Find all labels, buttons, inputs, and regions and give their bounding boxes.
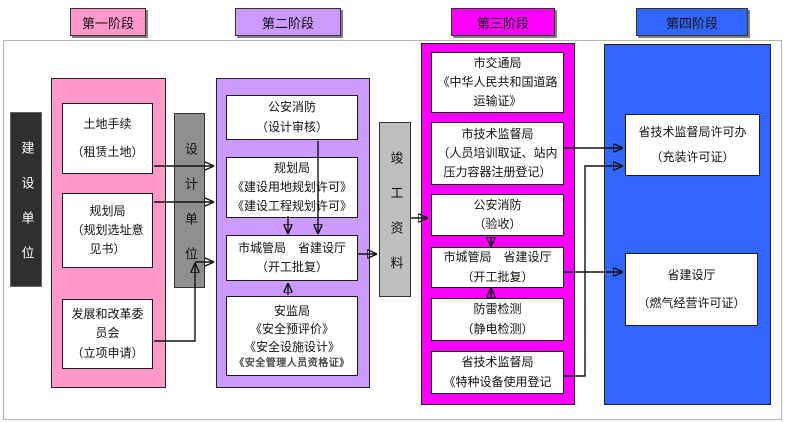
stage4-header: 第四阶段 — [636, 8, 748, 36]
box-transport-bureau: 市交通局 《中华人民共和国道路运输证》 — [431, 52, 564, 113]
box-gas-operation-license: 省建设厅 （燃气经营许可证） — [625, 253, 758, 326]
stage4-container — [604, 44, 771, 405]
box-line: （设计审核） — [255, 119, 328, 134]
box-line: 省技术监督局许可办 — [638, 124, 747, 139]
box-ndrc-project-application: 发展和改革委员会 （立项申请） — [62, 299, 153, 369]
box-line: 《建设用地规划许可》 — [231, 179, 352, 194]
box-line: 公安消防 — [267, 100, 316, 115]
box-line: 安监局 — [273, 303, 310, 318]
box-urban-mgmt-start-approval: 市城管局 省建设厅 （开工批复） — [226, 235, 358, 281]
box-line-certificate: 《安全管理人员资格证》 — [234, 357, 350, 369]
box-line: （开工批复） — [255, 260, 328, 274]
box-line: 市交通局 — [473, 55, 522, 70]
box-line: （充装许可证） — [650, 149, 735, 164]
stage1-header: 第一阶段 — [70, 8, 146, 36]
box-line: （燃气经营许可证） — [637, 296, 746, 311]
box-line: 土地手续 — [83, 116, 132, 131]
box-planning-bureau-siting: 规划局 （规划选址意见书） — [62, 193, 153, 268]
box-fire-design-review: 公安消防 （设计审核） — [226, 95, 358, 140]
box-line: 省技术监督局 — [461, 355, 534, 370]
box-special-equipment-registration: 省技术监督局 《特种设备使用登记 — [431, 351, 564, 394]
box-tech-supervision-training: 市技术监督局 （人员培训取证、站内压力容器注册登记） — [431, 122, 564, 185]
box-line: 《特种设备使用登记 — [443, 374, 552, 389]
box-land-procedures: 土地手续 （租赁土地） — [62, 103, 153, 174]
box-line: 发展和改革委员会 — [71, 307, 144, 341]
completion-data-bar: 竣工资料 — [379, 122, 411, 297]
box-line: 省建设厅 — [667, 267, 716, 282]
box-line: 防雷检测 — [473, 302, 522, 317]
box-line: 市城管局 省建设厅 — [237, 240, 346, 255]
box-planning-permits: 规划局 《建设用地规划许可》 《建设工程规划许可》 — [226, 157, 358, 218]
design-unit-bar: 设计单位 — [174, 113, 205, 288]
box-line: （开工批复） — [461, 269, 534, 284]
construction-unit-bar: 建设单位 — [10, 112, 42, 287]
box-line: 《中华人民共和国道路运输证》 — [437, 74, 558, 109]
box-line: 规划局 — [273, 160, 310, 175]
box-lightning-static-test: 防雷检测 （静电检测） — [431, 298, 564, 341]
box-line: （租赁土地） — [71, 144, 144, 159]
box-safety-supervision: 安监局 《安全预评价》 《安全设施设计》 《安全管理人员资格证》 — [226, 296, 358, 376]
stage3-header: 第三阶段 — [451, 8, 555, 36]
box-line: 《安全预评价》 — [249, 321, 334, 336]
box-line: （规划选址意见书） — [71, 222, 144, 257]
box-urban-mgmt-start-approval-3: 市城管局 省建设厅 （开工批复） — [431, 247, 564, 288]
box-line: （验收） — [473, 217, 522, 231]
box-line: （静电检测） — [461, 321, 534, 336]
box-line: （立项申请） — [71, 345, 144, 360]
box-line: 《安全设施设计》 — [243, 339, 340, 354]
stage2-header: 第二阶段 — [235, 8, 341, 36]
box-line: 市城管局 省建设厅 — [443, 250, 552, 265]
box-fire-acceptance: 公安消防 （验收） — [431, 194, 564, 236]
diagram-frame — [3, 40, 782, 420]
box-line: 公安消防 — [473, 197, 522, 212]
box-line: 《建设工程规划许可》 — [231, 199, 352, 214]
box-line: （人员培训取证、站内压力容器注册登记） — [437, 145, 558, 180]
box-filling-license: 省技术监督局许可办 （充装许可证） — [625, 114, 760, 176]
box-line: 规划局 — [89, 203, 126, 218]
box-line: 市技术监督局 — [461, 126, 534, 141]
